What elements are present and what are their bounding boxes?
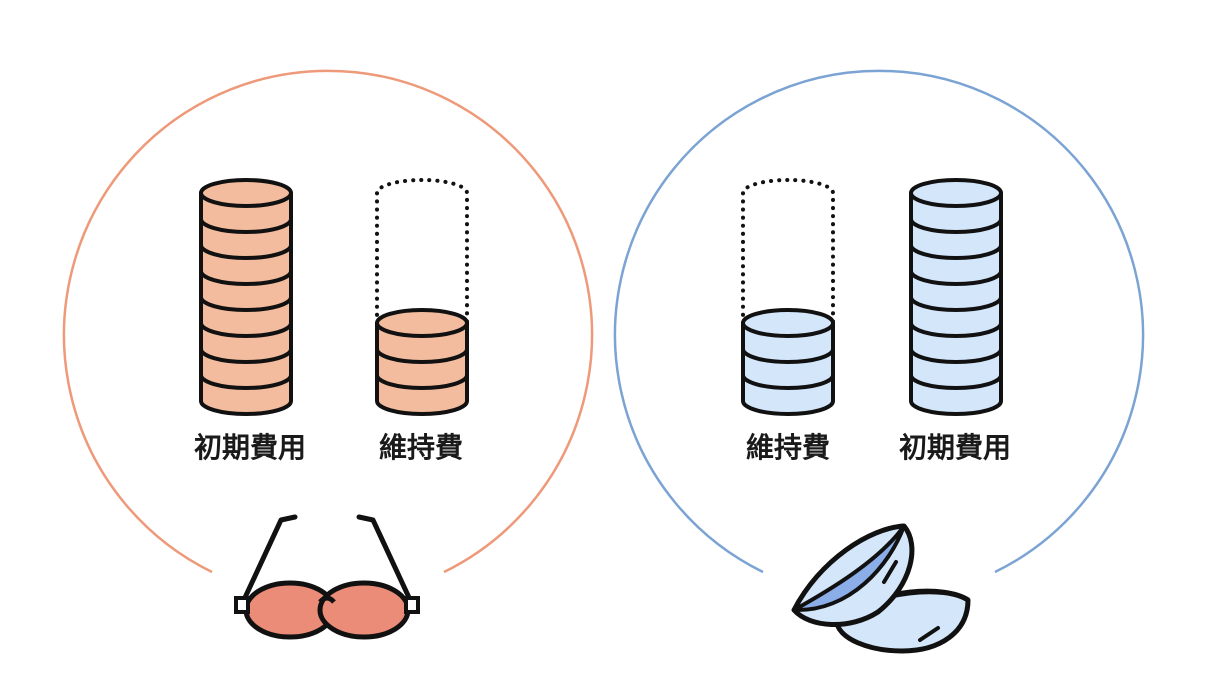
- coin-top: [375, 308, 469, 338]
- coin-edge: [909, 374, 1003, 390]
- coin-edge: [199, 218, 293, 234]
- glasses-icon: [234, 514, 420, 640]
- contacts-maintenance-stack: [741, 178, 835, 416]
- coin-edge: [741, 374, 835, 390]
- coin-stack-body: [909, 191, 1003, 416]
- glasses-initial-cost-stack: [199, 178, 293, 416]
- coin-edge: [375, 374, 469, 390]
- coin-edge: [199, 244, 293, 260]
- contacts-maintenance-label: 維持費: [746, 431, 830, 464]
- contacts-panel-ring: [613, 69, 1145, 574]
- contacts-initial-cost-label: 初期費用: [899, 431, 1011, 464]
- glasses-initial-cost-label: 初期費用: [194, 431, 306, 464]
- glasses-maintenance-stack: [375, 178, 469, 416]
- coin-edge: [909, 244, 1003, 260]
- coin-top: [909, 178, 1003, 208]
- coin-edge: [909, 348, 1003, 364]
- coin-stack-body: [199, 191, 293, 416]
- coin-edge: [909, 270, 1003, 286]
- coin-edge: [199, 296, 293, 312]
- dotted-capacity-outline: [375, 178, 469, 325]
- glasses-panel: 初期費用 維持費: [62, 69, 594, 640]
- coin-stack-body: [741, 321, 835, 416]
- coin-stack-body: [375, 321, 469, 416]
- glasses-panel-ring: [62, 69, 594, 574]
- contact-lens-icon: [791, 523, 971, 654]
- coin-edge: [199, 374, 293, 390]
- coin-edge: [909, 218, 1003, 234]
- coin-edge: [375, 348, 469, 364]
- coin-edge: [199, 348, 293, 364]
- coin-edge: [741, 348, 835, 364]
- contacts-initial-cost-stack: [909, 178, 1003, 416]
- dotted-capacity-outline: [741, 178, 835, 325]
- glasses-maintenance-label: 維持費: [379, 431, 463, 464]
- coin-edge: [199, 270, 293, 286]
- coin-top: [741, 308, 835, 338]
- coin-top: [199, 178, 293, 208]
- coin-edge: [909, 296, 1003, 312]
- contacts-panel: 維持費 初期費用: [613, 69, 1145, 654]
- coin-edge: [909, 322, 1003, 338]
- coin-edge: [199, 322, 293, 338]
